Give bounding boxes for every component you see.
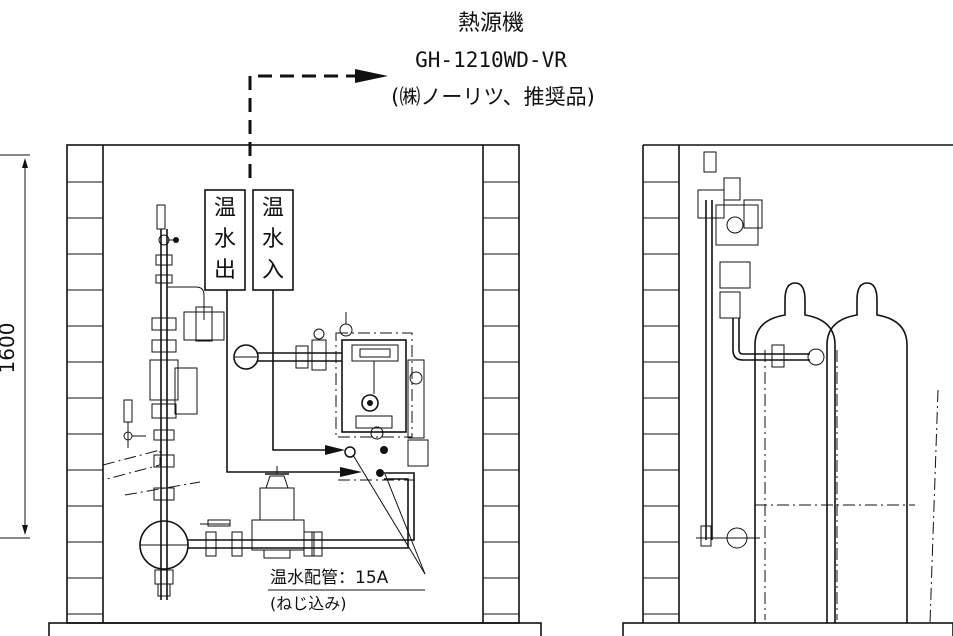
hot-water-out-label: 温 水 出 bbox=[204, 189, 246, 291]
svg-text:入: 入 bbox=[262, 258, 284, 283]
heat-source-model: GH-1210WD-VR bbox=[415, 48, 567, 72]
svg-text:水: 水 bbox=[214, 227, 236, 252]
hot-water-in-pipe bbox=[272, 290, 340, 451]
gas-cylinder-2 bbox=[826, 282, 908, 623]
svg-text:温: 温 bbox=[262, 196, 284, 221]
hot-water-out-pipe bbox=[226, 290, 340, 473]
dimension-1600: 1600 bbox=[0, 154, 30, 539]
heat-source-maker: (㈱ノーリツ、推奨品) bbox=[391, 85, 595, 109]
heat-source-dashed-line bbox=[248, 74, 355, 178]
pipe-spec-text: 温水配管：15A bbox=[270, 568, 389, 588]
gas-pipe-assembly bbox=[102, 204, 225, 600]
heat-source-title: 熱源機 bbox=[458, 11, 524, 36]
right-enclosure bbox=[622, 144, 953, 636]
pipe-connection-text: (ねじ込み) bbox=[270, 594, 347, 613]
control-unit bbox=[233, 312, 429, 549]
hot-water-in-label: 温 水 入 bbox=[252, 189, 294, 291]
dimension-height-value: 1600 bbox=[0, 323, 19, 374]
svg-text:温: 温 bbox=[214, 196, 236, 221]
svg-text:出: 出 bbox=[214, 258, 236, 283]
arrow-head-icon bbox=[355, 69, 388, 83]
side-view-valve-assembly bbox=[696, 151, 825, 549]
left-enclosure bbox=[48, 144, 542, 636]
svg-text:水: 水 bbox=[262, 227, 284, 252]
gas-cylinder-1 bbox=[754, 282, 836, 623]
pressure-regulator-assembly bbox=[188, 466, 340, 559]
